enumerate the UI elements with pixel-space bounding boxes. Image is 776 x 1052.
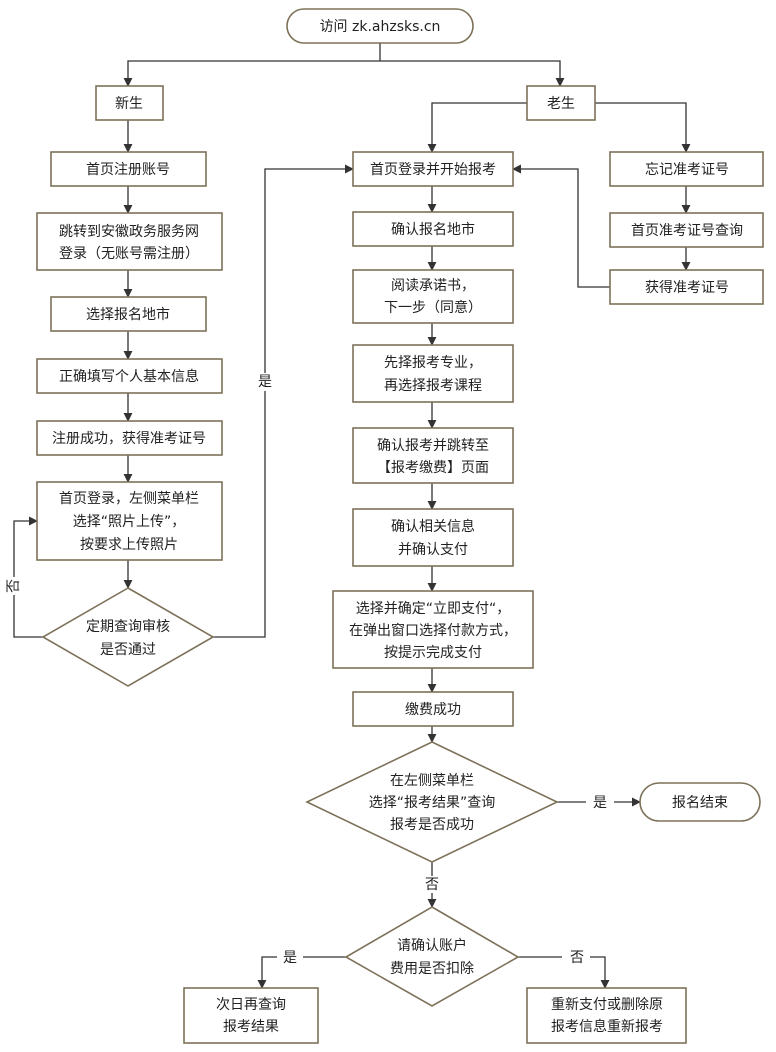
step-text: 选择并确定“立即支付“， [356, 601, 511, 617]
result-yes-label: 是 [593, 795, 607, 811]
fee-no-step: 重新支付或删除原 报考信息重新报考 [526, 987, 687, 1044]
step-text: 首页注册账号 [86, 162, 170, 178]
forgot-step-3: 获得准考证号 [609, 269, 764, 305]
step-text: 首页登录并开始报考 [370, 162, 496, 178]
fee-yes-step: 次日再查询 报考结果 [183, 987, 319, 1044]
fee-yes-label: 是 [283, 950, 297, 966]
review-decision: 定期查询审核 是否通过 [41, 587, 215, 687]
step-text: 获得准考证号 [645, 279, 729, 296]
step-text: 确认相关信息 [391, 518, 475, 535]
decision-text: 请确认账户 [397, 937, 467, 954]
step-text: 下一步（同意） [384, 299, 482, 316]
step-text: 忘记准考证号 [645, 162, 729, 178]
old-step-4: 先择报考专业， 再选择报考课程 [352, 344, 514, 403]
connectors [13, 43, 691, 989]
step-text: 【报考缴费】页面 [377, 460, 489, 476]
review-yes-label: 是 [258, 374, 272, 390]
step-text: 在弹出窗口选择付款方式， [349, 622, 517, 639]
start-label: 访问 zk.ahzsks.cn [320, 19, 441, 35]
forgot-step-1: 忘记准考证号 [609, 151, 764, 187]
old-step-1: 首页登录并开始报考 [352, 151, 514, 187]
decision-text: 在左侧菜单栏 [390, 773, 474, 789]
step-text: 按要求上传照片 [80, 537, 178, 553]
old-step-3: 阅读承诺书， 下一步（同意） [352, 269, 514, 324]
result-decision: 在左侧菜单栏 选择“报考结果”查询 报考是否成功 [305, 741, 559, 863]
start-node: 访问 zk.ahzsks.cn [286, 8, 474, 44]
new-step-3: 选择报名地市 [50, 296, 207, 332]
step-text: 重新支付或删除原 [551, 997, 663, 1013]
step-text: 报考信息重新报考 [551, 1018, 663, 1035]
step-text: 缴费成功 [405, 702, 461, 718]
new-step-4: 正确填写个人基本信息 [36, 358, 223, 394]
step-text: 报考结果 [223, 1019, 279, 1035]
fee-decision: 请确认账户 费用是否扣除 [344, 906, 520, 1007]
old-step-2: 确认报名地市 [352, 211, 514, 247]
step-text: 再选择报考课程 [384, 378, 482, 394]
end-node: 报名结束 [639, 782, 761, 822]
new-step-2: 跳转到安徽政务服务网 登录（无账号需注册） [36, 212, 223, 271]
result-no-label: 否 [425, 877, 439, 893]
decision-text: 费用是否扣除 [390, 961, 474, 977]
step-text: 按提示完成支付 [384, 645, 482, 661]
new-step-1: 首页注册账号 [50, 151, 207, 187]
decision-text: 定期查询审核 [86, 619, 170, 635]
new-step-5: 注册成功，获得准考证号 [36, 420, 223, 456]
step-text: 注册成功，获得准考证号 [52, 430, 206, 447]
new-step-6: 首页登录，左侧菜单栏 选择“照片上传”， 按要求上传照片 [36, 481, 223, 561]
branch-new-label: 新生 [115, 96, 143, 112]
decision-text: 选择“报考结果”查询 [369, 795, 496, 811]
old-step-7: 选择并确定“立即支付“， 在弹出窗口选择付款方式， 按提示完成支付 [332, 590, 534, 669]
step-text: 确认报考并跳转至 [377, 438, 489, 454]
decision-text: 是否通过 [100, 642, 156, 658]
forgot-step-2: 首页准考证号查询 [609, 212, 764, 248]
branch-old: 老生 [526, 85, 596, 121]
step-text: 登录（无账号需注册） [59, 246, 199, 262]
step-text: 跳转到安徽政务服务网 [59, 224, 199, 240]
step-text: 次日再查询 [216, 997, 286, 1013]
step-text: 并确认支付 [398, 542, 468, 558]
step-text: 正确填写个人基本信息 [59, 368, 199, 385]
branch-new: 新生 [95, 85, 164, 121]
fee-no-label: 否 [570, 950, 584, 966]
step-text: 先择报考专业， [384, 355, 482, 371]
old-step-5: 确认报考并跳转至 【报考缴费】页面 [352, 427, 514, 484]
end-label: 报名结束 [672, 795, 728, 811]
step-text: 选择报名地市 [86, 306, 170, 323]
step-text: 首页准考证号查询 [631, 223, 743, 239]
decision-text: 报考是否成功 [390, 817, 474, 833]
step-text: 选择“照片上传”， [73, 514, 186, 530]
step-text: 首页登录，左侧菜单栏 [59, 491, 199, 507]
step-text: 确认报名地市 [391, 221, 475, 238]
old-step-8: 缴费成功 [352, 691, 514, 727]
step-text: 阅读承诺书， [391, 277, 475, 294]
old-step-6: 确认相关信息 并确认支付 [352, 508, 514, 567]
review-no-label: 否 [6, 579, 22, 593]
branch-old-label: 老生 [547, 96, 575, 112]
